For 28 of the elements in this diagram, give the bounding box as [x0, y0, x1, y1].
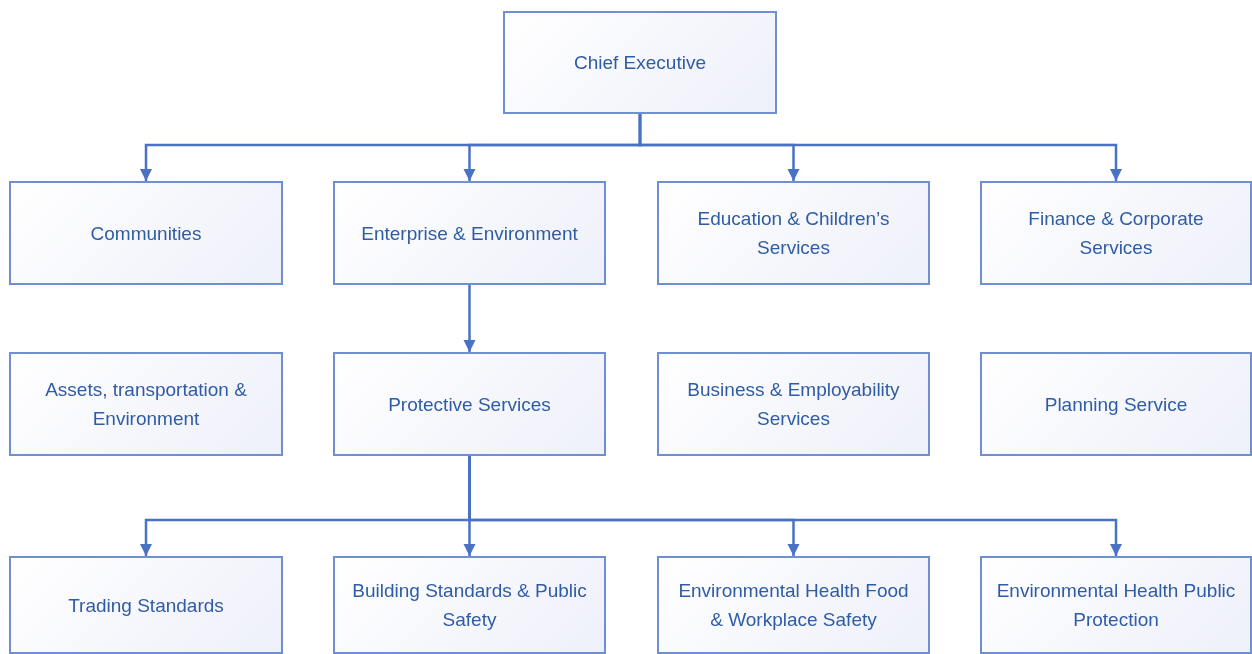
unit-name: Planning Service [1044, 392, 1188, 417]
unit-name: Education & Children’s Services [696, 207, 891, 260]
unit-name: Finance & Corporate Services [1027, 207, 1205, 260]
org-box [657, 352, 930, 456]
connector-arrow [463, 285, 476, 352]
org-box [9, 556, 283, 654]
org-box [333, 556, 606, 654]
org-box [980, 352, 1252, 456]
unit-name: Enterprise & Environment [361, 221, 578, 246]
org-box [9, 181, 283, 285]
org-box [333, 352, 606, 456]
org-box [333, 181, 606, 285]
unit-name: Business & Employability Services [686, 378, 901, 431]
unit-name: Communities [90, 221, 202, 246]
unit-name: Building Standards & Public Safety [351, 579, 588, 632]
unit-name: Assets, transportation & Environment [44, 378, 248, 431]
org-box [9, 352, 283, 456]
unit-name: Environmental Health Public Protection [995, 579, 1237, 632]
unit-name: Trading Standards [68, 593, 224, 618]
org-box [657, 181, 930, 285]
unit-name: Protective Services [388, 392, 551, 417]
unit-name: Environmental Health Food & Workplace Safety [677, 579, 910, 632]
unit-name: Chief Executive [574, 51, 706, 75]
org-box [980, 556, 1252, 654]
org-box [980, 181, 1252, 285]
org-box [657, 556, 930, 654]
org-box [503, 11, 777, 114]
connector-arrow [638, 114, 1123, 181]
